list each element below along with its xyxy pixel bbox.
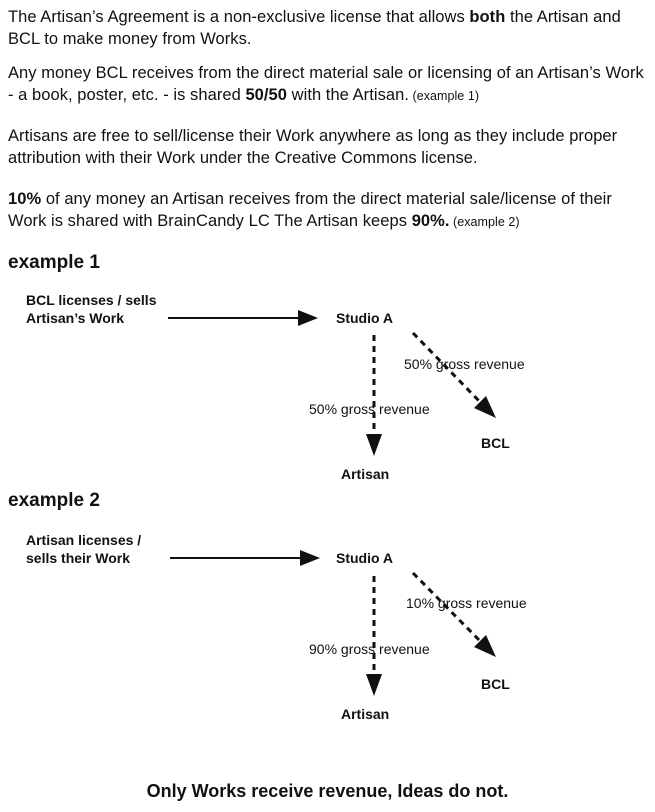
example1-heading: example 1 — [8, 252, 100, 273]
example2-heading: example 2 — [8, 490, 100, 511]
intro-p1-text-c: the Artisan and BCL to make money from W… — [8, 8, 621, 48]
example1-arrows — [168, 310, 496, 456]
example1-down-arrowhead — [366, 434, 382, 456]
intro-p2-text-c: with the Artisan. — [287, 86, 409, 104]
intro-p2-emphasis: 50/50 — [245, 86, 287, 104]
example2-diagonal-label: 10% gross revenue — [406, 595, 527, 611]
intro-paragraph-2: Any money BCL receives from the direct m… — [8, 62, 648, 107]
example1-hub-node: Studio A — [336, 310, 394, 326]
example1-source-arrowhead — [298, 310, 318, 326]
example1-down-label: 50% gross revenue — [309, 401, 430, 417]
intro-p4-emphasis-90: 90%. — [411, 212, 450, 230]
example2-artisan-node: Artisan — [341, 706, 390, 722]
intro-p3-text: Artisans are free to sell/license their … — [8, 127, 618, 167]
footer-note: Only Works receive revenue, Ideas do not… — [146, 781, 509, 801]
example2-arrows — [170, 550, 496, 696]
example2-source-line1: Artisan licenses / — [26, 532, 142, 548]
example1-bcl-node: BCL — [481, 435, 510, 451]
intro-paragraph-4: 10% of any money an Artisan receives fro… — [8, 188, 648, 233]
intro-p4-text: of any money an Artisan receives from th… — [8, 190, 612, 230]
intro-p1-text-a: The Artisan’s Agreement is a non-exclusi… — [8, 8, 470, 26]
example2-diagonal-arrowhead — [474, 635, 496, 657]
example1-diagonal-arrowhead — [474, 396, 496, 418]
example1-diagonal-label: 50% gross revenue — [404, 356, 525, 372]
example2-down-arrowhead — [366, 674, 382, 696]
intro-paragraph-1: The Artisan’s Agreement is a non-exclusi… — [8, 6, 648, 50]
intro-p4-emphasis-10: 10% — [8, 190, 42, 208]
intro-p2-text-a: Any money BCL receives from the direct m… — [8, 64, 644, 104]
example2-diagonal-arrow-line — [411, 571, 484, 645]
intro-p1-emphasis: both — [469, 8, 506, 26]
example1-source-line2: Artisan’s Work — [26, 310, 125, 326]
intro-paragraph-3: Artisans are free to sell/license their … — [8, 125, 648, 169]
example1-artisan-node: Artisan — [341, 466, 390, 482]
example2-source-arrowhead — [300, 550, 320, 566]
example2-hub-node: Studio A — [336, 550, 394, 566]
intro-p4-example-note: (example 2) — [449, 215, 520, 229]
example2-bcl-node: BCL — [481, 676, 510, 692]
example2-down-label: 90% gross revenue — [309, 641, 430, 657]
example2-source-line2: sells their Work — [26, 550, 131, 566]
intro-p2-example-note: (example 1) — [408, 89, 480, 103]
example1-diagonal-arrow-line — [411, 331, 484, 406]
example1-source-line1: BCL licenses / sells — [26, 292, 157, 308]
